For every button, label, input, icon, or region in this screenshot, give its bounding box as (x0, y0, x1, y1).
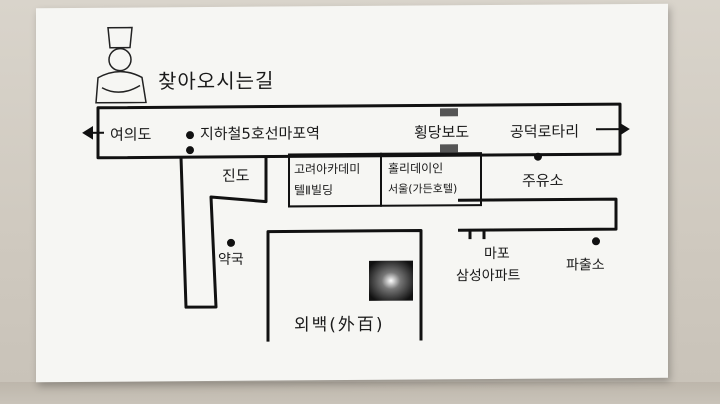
label-building1-line2: 텔Ⅱ빌딩 (294, 183, 334, 198)
center-road (266, 229, 423, 342)
map-title: 찾아오시는길 (158, 68, 275, 94)
crosswalk-marker (440, 108, 458, 117)
label-rotary: 공덕로타리 (510, 122, 580, 141)
gas-station-dot (534, 152, 542, 161)
label-gas-station: 주유소 (522, 171, 564, 190)
arrow-left-icon (82, 126, 93, 140)
street-map (82, 26, 630, 342)
table-surface (0, 382, 720, 404)
label-pharmacy: 약국 (218, 251, 244, 268)
main-road (96, 102, 622, 160)
business-card-map: 찾아오시는길 여의도 지하철5호선마포역 횡당보도 공덕로타리 진도 고려아카데… (36, 3, 668, 383)
building-holiday-inn (380, 152, 482, 207)
label-crosswalk: 횡당보도 (414, 123, 470, 142)
diagonal-road (179, 156, 268, 309)
pharmacy-dot (227, 238, 235, 247)
right-road (458, 197, 618, 232)
label-subway: 지하철5호선마포역 (200, 124, 320, 144)
label-building2-line1: 홀리데이인 (388, 161, 444, 176)
label-restaurant: 외백(外百) (294, 314, 385, 336)
police-dot (592, 237, 600, 246)
restaurant-marker (369, 260, 413, 301)
label-mapo-line1: 마포 (484, 245, 510, 263)
subway-dot (186, 131, 194, 140)
chef-icon (95, 26, 147, 104)
label-building1-line1: 고려아카데미 (294, 161, 361, 177)
label-police: 파출소 (566, 257, 605, 274)
arrow-right-icon (619, 122, 630, 136)
label-jindo: 진도 (222, 166, 250, 185)
label-mapo-line2: 삼성아파트 (456, 267, 521, 285)
label-yeouido: 여의도 (110, 125, 152, 144)
label-building2-line2: 서울(가든호텔) (388, 182, 458, 196)
